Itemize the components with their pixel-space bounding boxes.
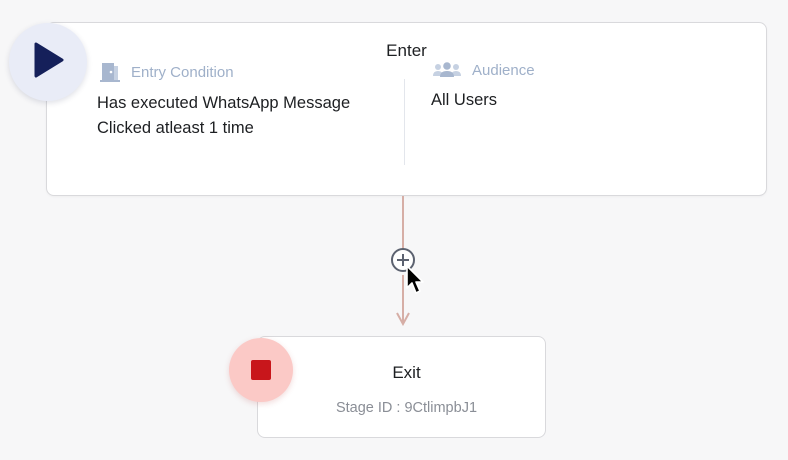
stop-button[interactable] bbox=[229, 338, 293, 402]
enter-node-card[interactable]: Enter Entry Condition Has executed Whats… bbox=[46, 22, 767, 196]
plus-circle-icon bbox=[390, 247, 416, 278]
entry-condition-header: Entry Condition bbox=[99, 61, 234, 83]
stop-icon bbox=[251, 360, 271, 380]
arrow-down-icon bbox=[396, 312, 410, 331]
add-stage-button[interactable] bbox=[390, 247, 416, 278]
entry-condition-label: Entry Condition bbox=[131, 63, 234, 81]
section-divider bbox=[404, 79, 405, 165]
exit-node-title: Exit bbox=[392, 363, 421, 382]
play-icon bbox=[31, 41, 65, 84]
door-icon bbox=[99, 61, 121, 83]
enter-node-title: Enter bbox=[386, 41, 427, 60]
audience-label: Audience bbox=[472, 61, 535, 79]
stage-id-text: Stage ID : 9CtlimpbJ1 bbox=[335, 400, 478, 416]
users-icon bbox=[432, 61, 462, 79]
play-button[interactable] bbox=[9, 23, 87, 101]
audience-header: Audience bbox=[432, 61, 535, 79]
exit-node-card[interactable]: Exit Stage ID : 9CtlimpbJ1 bbox=[257, 336, 546, 438]
audience-text: All Users bbox=[431, 91, 498, 109]
mouse-cursor-icon bbox=[405, 264, 427, 301]
entry-condition-text: Has executed WhatsApp Message Clicked at… bbox=[97, 94, 351, 137]
